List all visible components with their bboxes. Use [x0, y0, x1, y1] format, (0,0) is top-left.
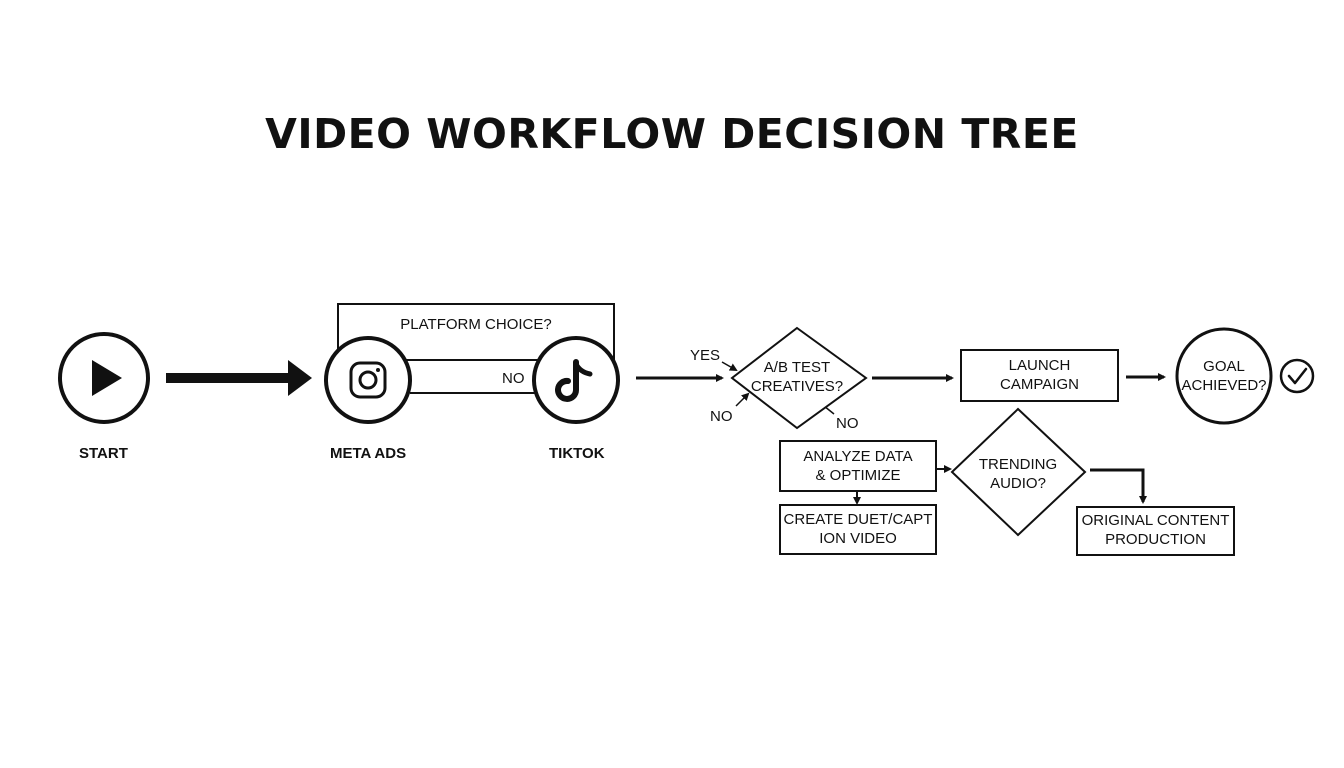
- no-left-arrow: [735, 392, 750, 407]
- tiktok-node: [532, 336, 620, 424]
- duet-video-label: CREATE DUET/CAPT ION VIDEO: [780, 510, 936, 548]
- tiktok-label: TIKTOK: [549, 445, 605, 462]
- meta-ads-label: META ADS: [330, 445, 407, 462]
- original-content-box: [1076, 506, 1235, 556]
- checkmark-icon: [1279, 358, 1315, 394]
- ab-test-line2: CREATIVES?: [750, 378, 844, 395]
- ab-test-label: A/B TEST CREATIVES?: [737, 358, 857, 396]
- goal-achieved-label: GOAL ACHIEVED?: [1177, 357, 1271, 395]
- platform-choice-label: PLATFORM CHOICE?: [400, 316, 552, 333]
- trending-line2: AUDIO?: [990, 475, 1046, 492]
- start-node: [58, 332, 150, 424]
- arrow-start-to-meta: [166, 360, 312, 396]
- page-title: VIDEO WORKFLOW DECISION TREE: [265, 110, 1079, 158]
- trending-line1: TRENDING: [978, 456, 1058, 473]
- arrow-trending-to-original: [1090, 468, 1147, 504]
- trending-audio-label: TRENDING AUDIO?: [958, 455, 1078, 493]
- play-icon: [92, 360, 122, 396]
- ab-test-diamond: [730, 326, 868, 430]
- platform-choice-box: [337, 303, 615, 361]
- tiktok-icon: [555, 359, 593, 402]
- analyze-line1: ANALYZE DATA: [803, 448, 913, 465]
- start-label: START: [79, 445, 128, 462]
- duet-line2: ION VIDEO: [819, 530, 897, 547]
- goal-achieved-circle: [1175, 327, 1273, 425]
- ab-test-line1: A/B TEST: [763, 359, 831, 376]
- analyze-line2: & OPTIMIZE: [815, 467, 901, 484]
- duet-video-box: [779, 504, 937, 555]
- meta-ads-node: [324, 336, 412, 424]
- trending-audio-diamond: [950, 407, 1087, 537]
- instagram-icon: [349, 361, 387, 399]
- launch-campaign-label: LAUNCH CAMPAIGN: [961, 356, 1118, 394]
- edge-label-no-right: NO: [836, 415, 859, 432]
- edge-label-no-platform: NO: [502, 370, 525, 387]
- yes-arrow: [721, 361, 738, 371]
- edge-label-no-left: NO: [710, 408, 733, 425]
- launch-line2: CAMPAIGN: [1000, 376, 1079, 393]
- original-line1: ORIGINAL CONTENT: [1081, 512, 1230, 529]
- launch-campaign-box: [960, 349, 1119, 402]
- duet-line1: CREATE DUET/CAPT: [783, 511, 933, 528]
- edge-label-yes: YES: [690, 347, 721, 364]
- goal-line1: GOAL: [1203, 358, 1245, 375]
- goal-line2: ACHIEVED?: [1181, 377, 1267, 394]
- launch-line1: LAUNCH: [1008, 357, 1071, 374]
- original-line2: PRODUCTION: [1105, 531, 1206, 548]
- original-content-label: ORIGINAL CONTENT PRODUCTION: [1077, 511, 1234, 549]
- analyze-data-label: ANALYZE DATA & OPTIMIZE: [780, 447, 936, 485]
